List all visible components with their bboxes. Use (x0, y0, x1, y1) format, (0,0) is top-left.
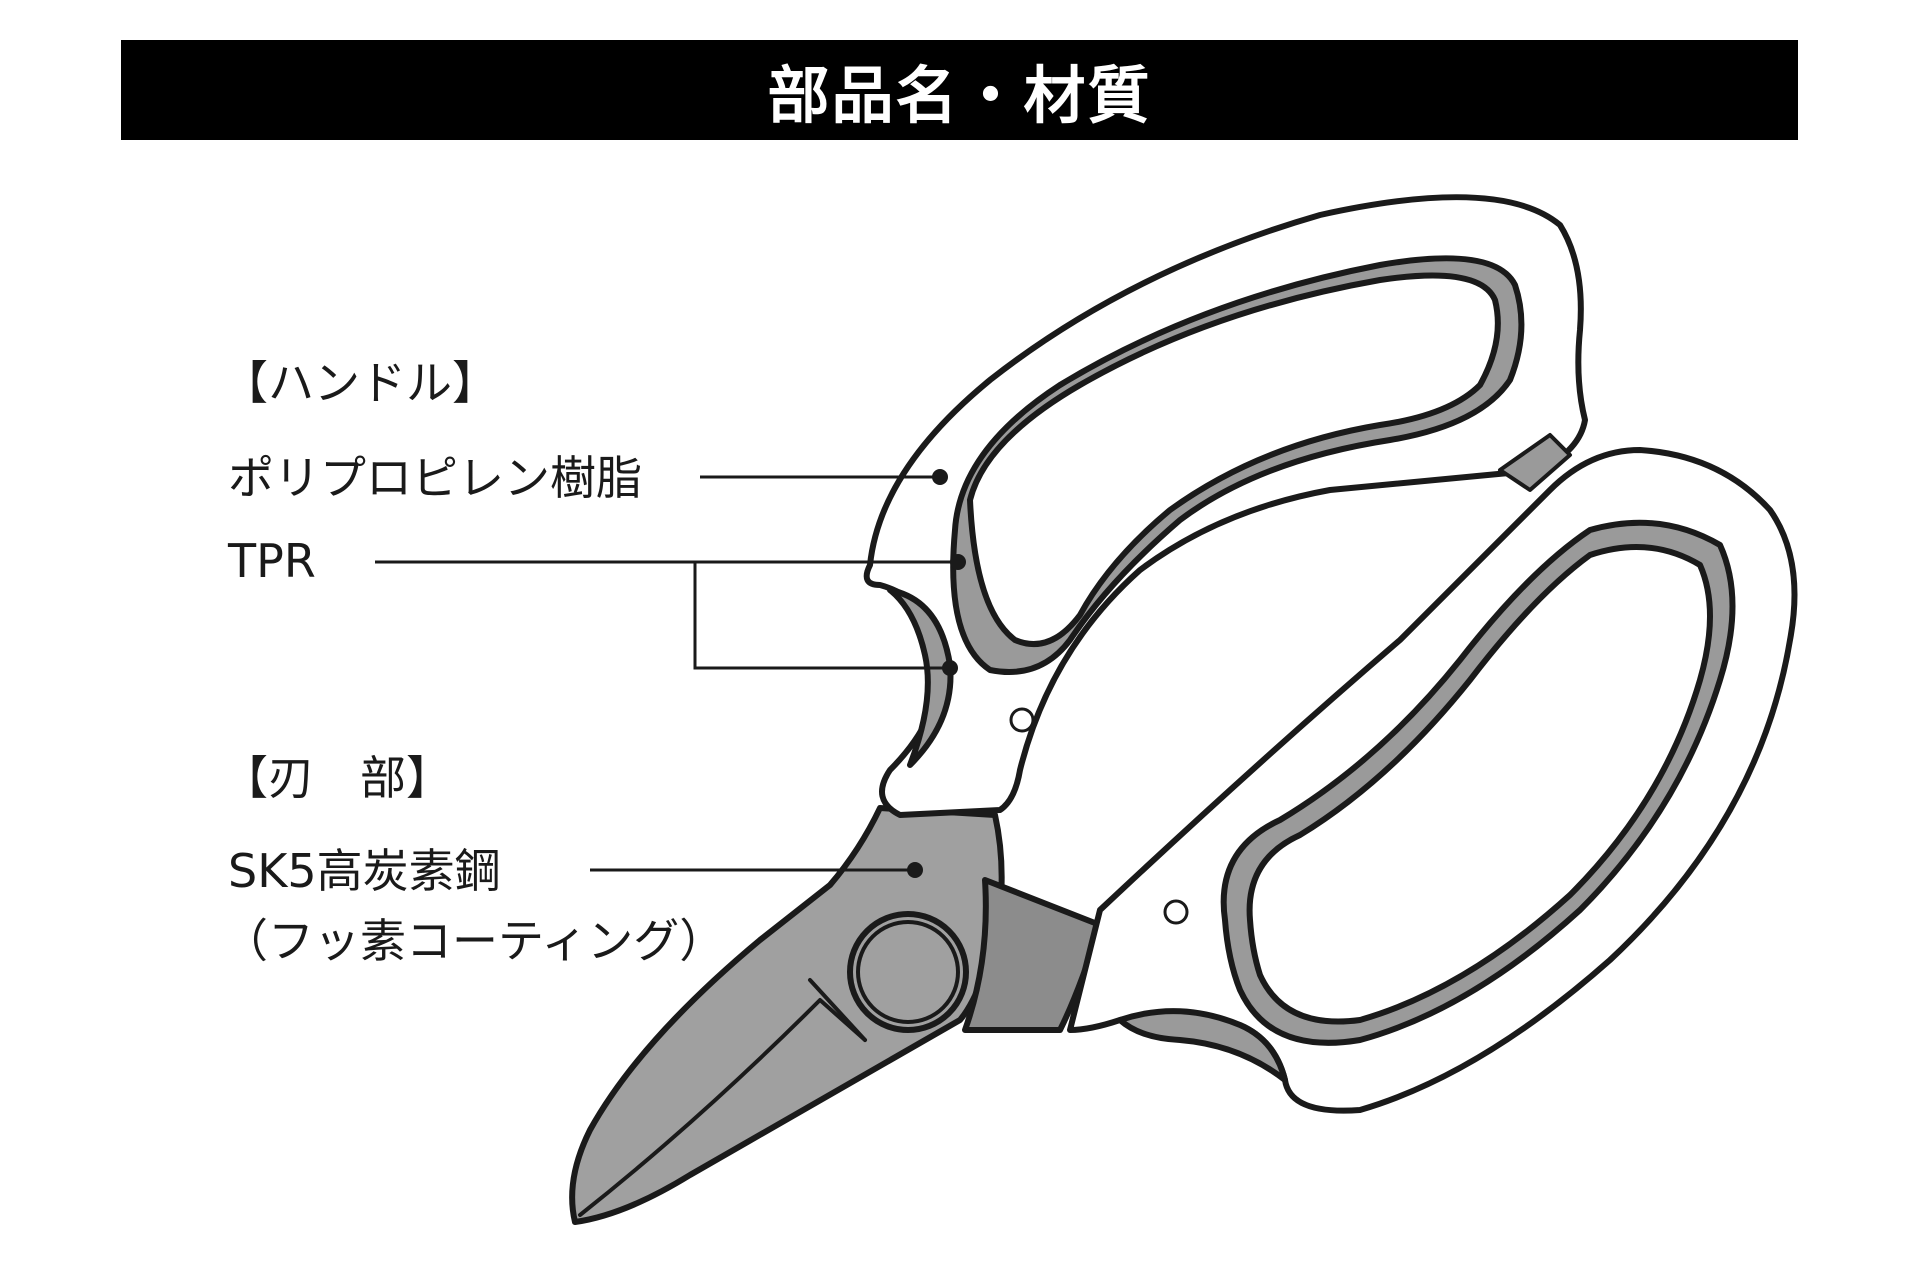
handle-spring (1498, 433, 1572, 492)
lower-handle-opening (1246, 544, 1713, 1025)
dot-blade (907, 862, 923, 878)
blade-heading-label: 【刃 部】 (222, 751, 452, 805)
title-bar: 部品名・材質 (121, 40, 1798, 140)
leader-line-tpr-branch (693, 562, 950, 670)
dot-handle (932, 469, 948, 485)
upper-finger-rest (887, 587, 954, 768)
handle-heading-label: 【ハンドル】 (222, 356, 498, 410)
leader-dots (907, 469, 966, 878)
page-title: 部品名・材質 (767, 59, 1152, 132)
blade-material-label: SK5高炭素鋼 (228, 844, 501, 898)
grip-material-label: TPR (228, 534, 316, 588)
leader-lines (375, 475, 958, 872)
handle-material-label: ポリプロピレン樹脂 (228, 451, 642, 505)
lower-finger-rest (1117, 1008, 1288, 1083)
blade-edge (808, 978, 867, 1042)
dot-tpr-upper (950, 554, 966, 570)
blade-coating-label: （フッ素コーティング） (222, 914, 726, 968)
dot-tpr-lower (942, 660, 958, 676)
pivot-bolt-inner (856, 920, 960, 1024)
blade-bevel (578, 998, 867, 1217)
upper-handle-opening (967, 272, 1501, 648)
upper-rivet-hole (1009, 707, 1035, 733)
scissors-illustration (569, 194, 1798, 1225)
lower-rivet-hole (1163, 899, 1189, 925)
